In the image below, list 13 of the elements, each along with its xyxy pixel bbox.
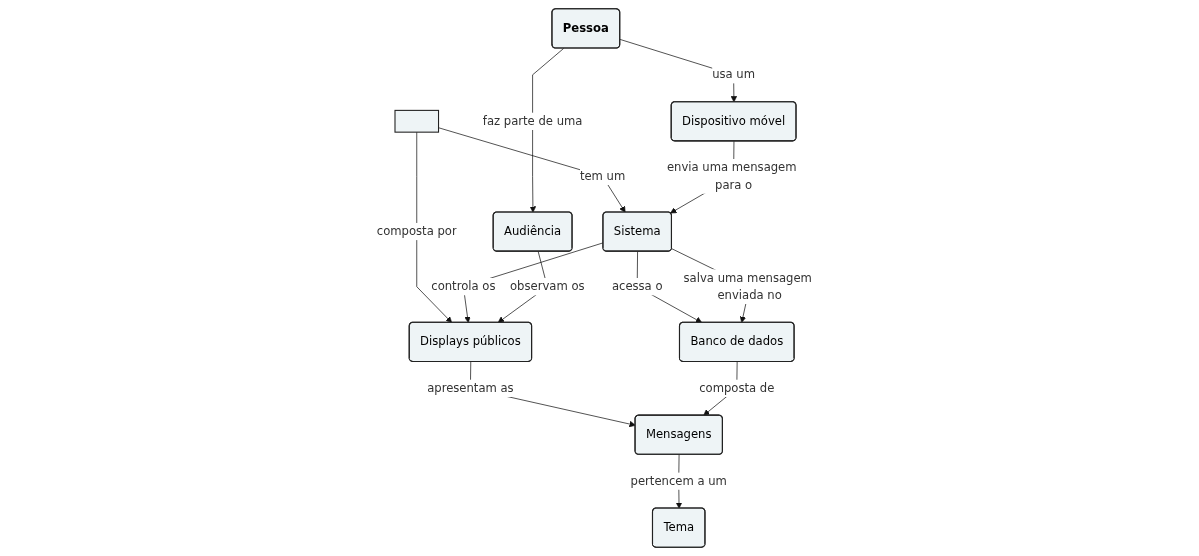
edge-label: apresentam as xyxy=(427,381,514,395)
edge-label: pertencem a um xyxy=(630,473,727,488)
edge-label: tem um xyxy=(579,169,626,183)
edge-label: observam os xyxy=(510,279,585,294)
edge-label: envia uma mensagem para o xyxy=(666,160,797,192)
edge-label: salva uma mensagem enviada no xyxy=(683,270,812,302)
edge-label: composta por xyxy=(376,224,457,239)
edge-label: acessa o xyxy=(611,279,663,294)
edge-label: controla os xyxy=(431,279,496,294)
node-box xyxy=(394,109,440,133)
edge-label: composta de xyxy=(699,381,775,395)
edge-label: usa um xyxy=(712,67,756,82)
edge-label: faz parte de uma xyxy=(482,114,583,128)
